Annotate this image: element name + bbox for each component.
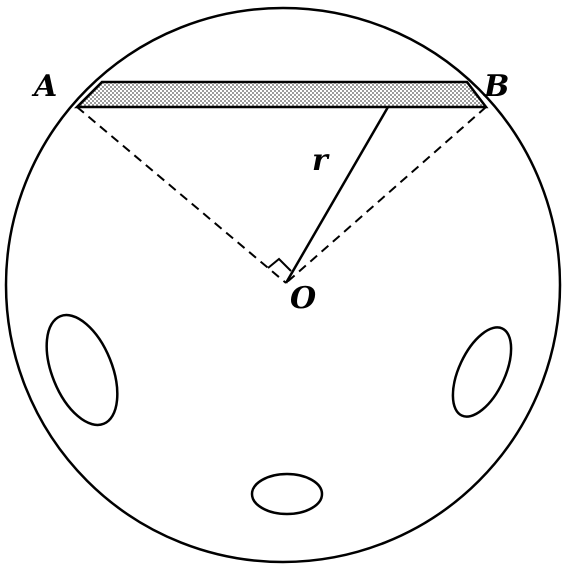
label-a: A [31, 69, 57, 104]
outer-circle [4, 6, 562, 564]
hole-left [45, 313, 119, 427]
hole-bottom [250, 472, 324, 516]
right-angle-marker [267, 257, 292, 272]
label-o: O [290, 281, 316, 316]
radius-line [284, 106, 390, 284]
label-b: B [483, 69, 509, 104]
dashed-line-a-o [76, 106, 287, 284]
hole-right [451, 326, 513, 418]
dashed-line-b-o [285, 106, 487, 284]
label-r: r [312, 143, 330, 178]
shaded-bar [73, 80, 489, 109]
